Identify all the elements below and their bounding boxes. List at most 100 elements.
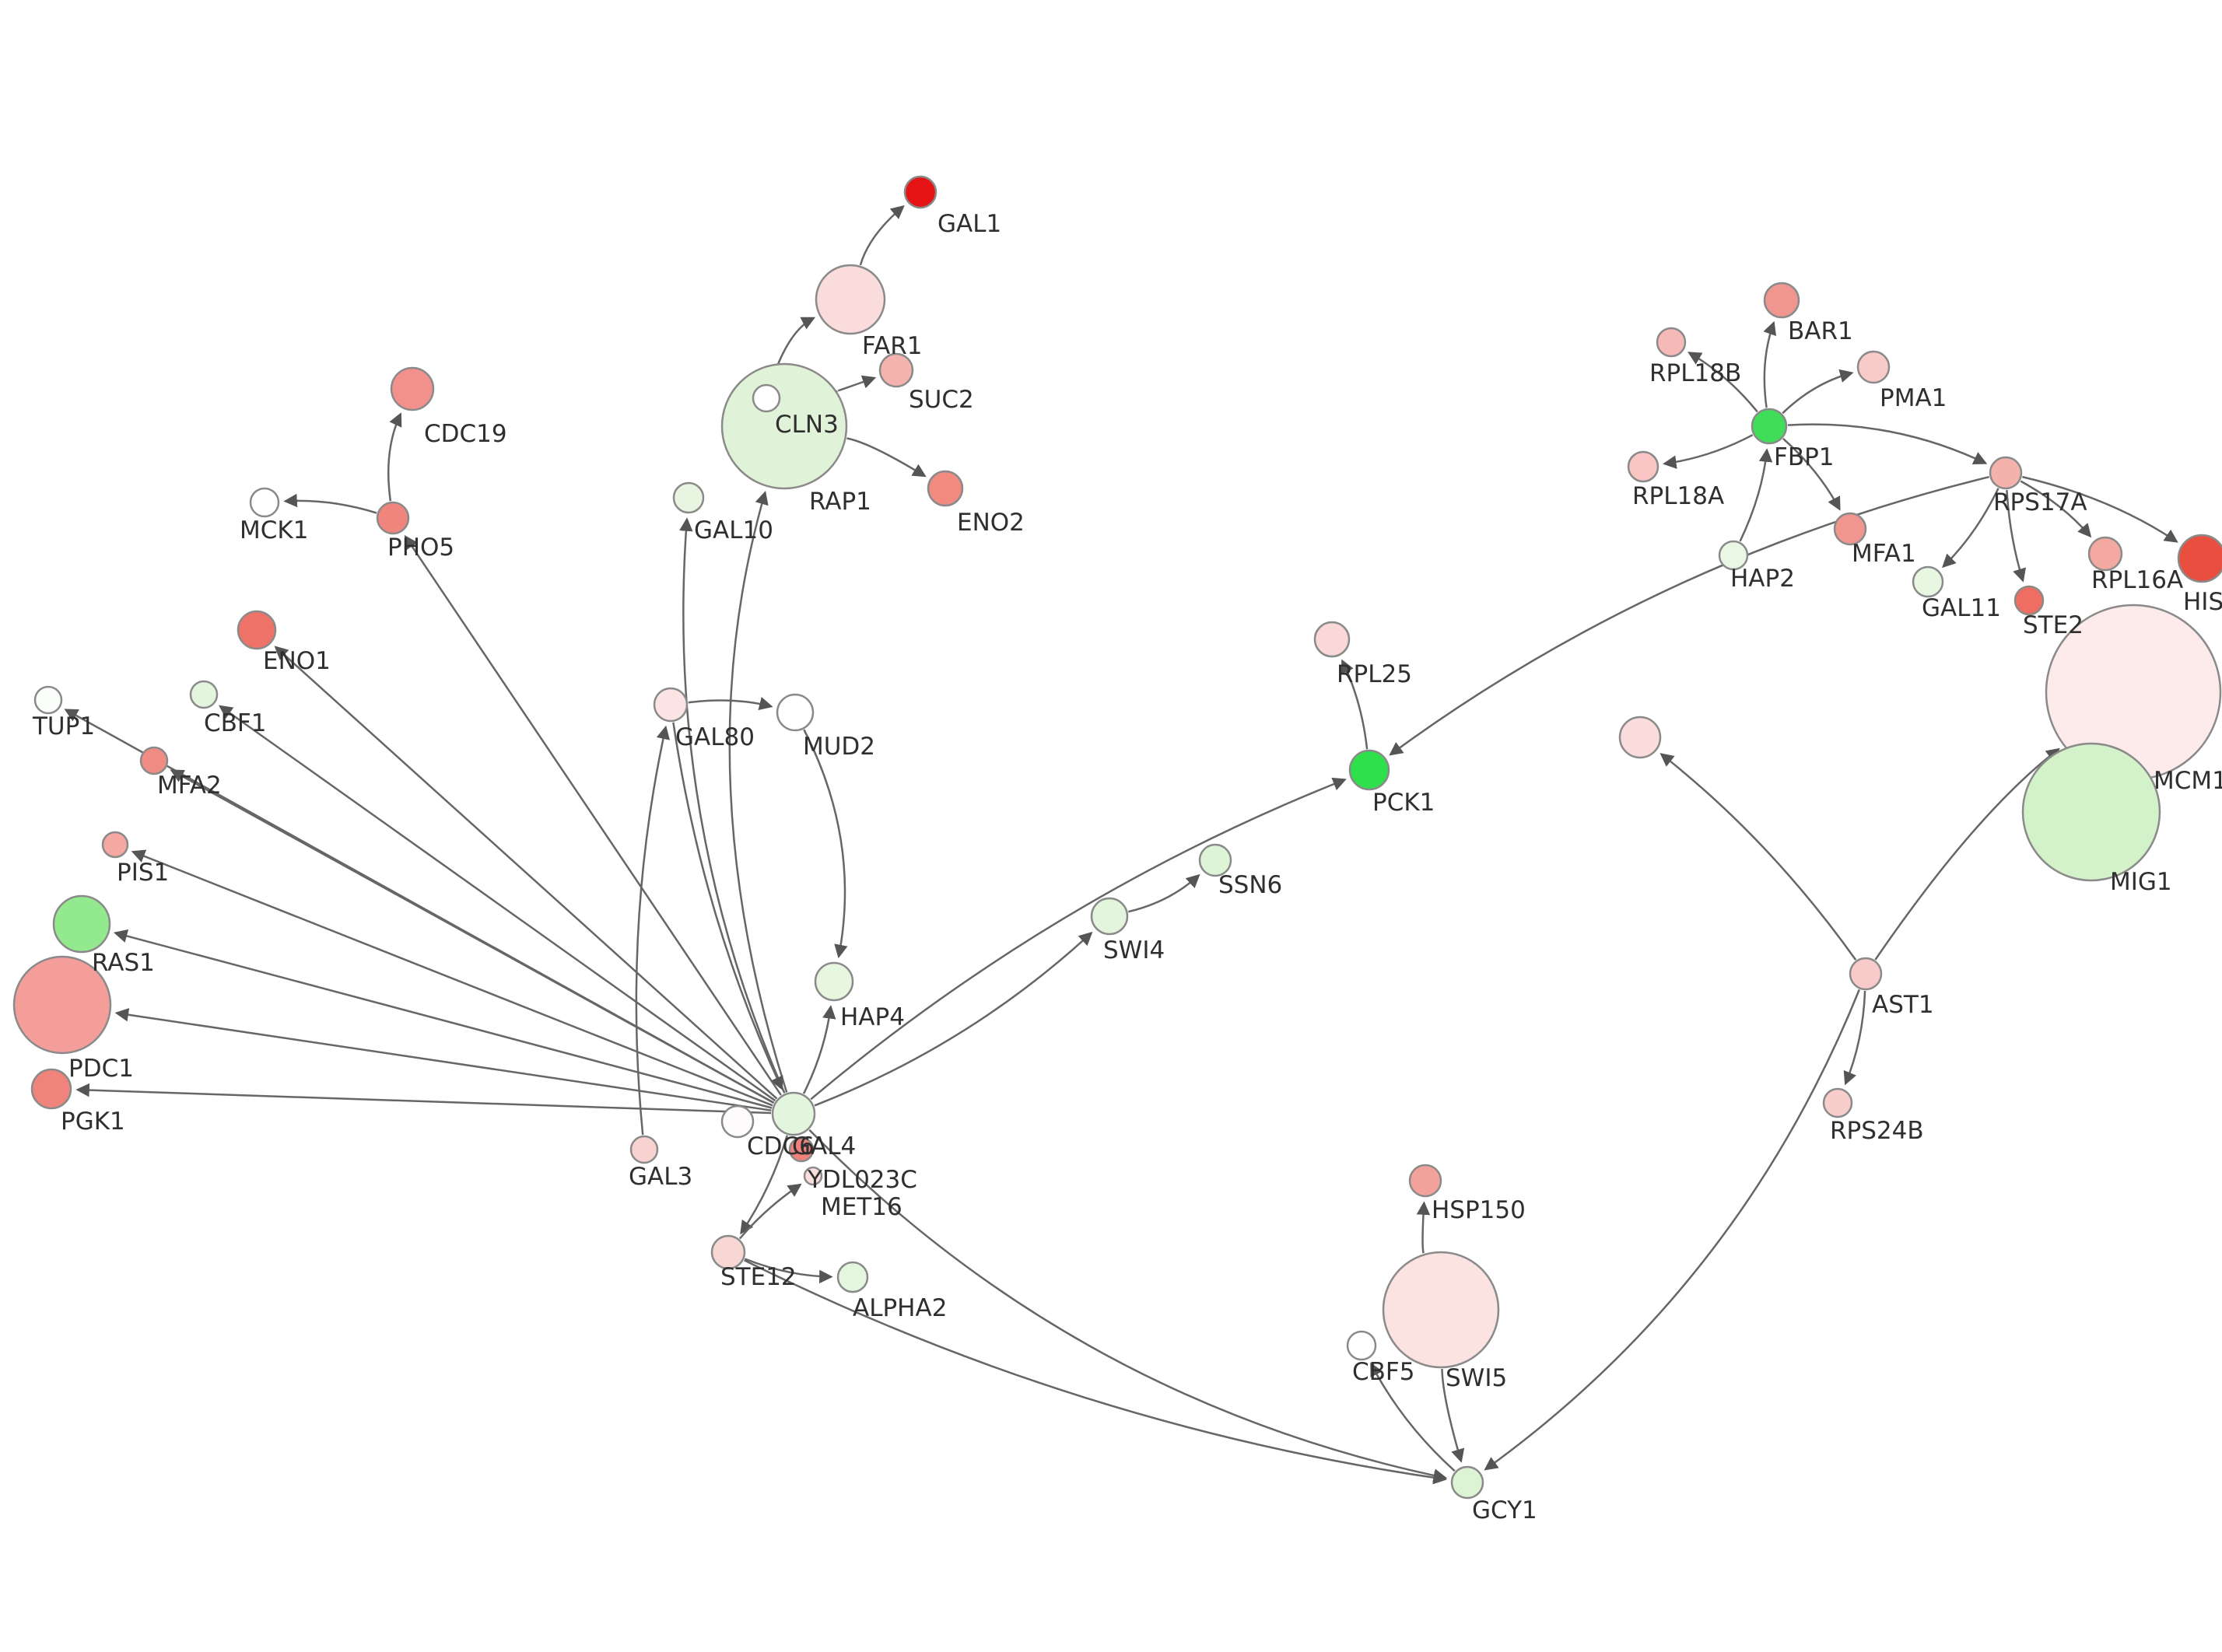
node-AST1[interactable] — [1849, 957, 1883, 991]
node-label-RPL16A: RPL16A — [2091, 566, 2183, 594]
node-STE2[interactable] — [2013, 585, 2045, 616]
edge-GAL4-RAS1 — [113, 929, 773, 1109]
edge-MUD2-HAP4 — [803, 729, 848, 959]
node-label-AST1: AST1 — [1872, 991, 1934, 1019]
node-FAR1[interactable] — [815, 264, 886, 335]
node-ENO2[interactable] — [927, 470, 964, 507]
node-PCK1[interactable] — [1348, 749, 1390, 791]
node-SSN6[interactable] — [1198, 843, 1232, 877]
node-label-HSP150: HSP150 — [1432, 1196, 1526, 1224]
node-TUP1[interactable] — [33, 685, 63, 715]
node-label-RPS24B: RPS24B — [1830, 1117, 1924, 1145]
node-SWI4[interactable] — [1090, 897, 1129, 936]
node-HIS4[interactable] — [2177, 534, 2222, 583]
node-GAL11[interactable] — [1912, 565, 1944, 598]
edge-PHO5-MCK1 — [283, 493, 377, 514]
edge-GAL80-MUD2 — [688, 697, 773, 711]
node-MFA2[interactable] — [139, 746, 169, 775]
node-GAL3[interactable] — [629, 1135, 659, 1164]
edge-STE12-GCY1 — [744, 1259, 1447, 1485]
edge-STE12-MET16 — [738, 1183, 802, 1240]
node-RPL16A[interactable] — [2087, 536, 2123, 572]
node-label-MCK1: MCK1 — [240, 516, 308, 544]
node-PDC1[interactable] — [12, 955, 112, 1055]
node-label-MFA2: MFA2 — [157, 772, 222, 800]
edge-AST1-N33 — [1659, 753, 1857, 961]
edge-GCY1-CBF5 — [1370, 1362, 1456, 1472]
node-label-CBF5: CBF5 — [1352, 1358, 1414, 1386]
node-CBF5[interactable] — [1346, 1330, 1377, 1361]
node-MET16[interactable] — [803, 1166, 823, 1186]
node-label-RPL25: RPL25 — [1337, 660, 1412, 688]
node-GAL80[interactable] — [653, 687, 689, 723]
node-label-MIG1: MIG1 — [2110, 868, 2172, 896]
node-label-HIS4: HIS4 — [2183, 588, 2222, 616]
node-label-SSN6: SSN6 — [1218, 871, 1282, 899]
node-PHO5[interactable] — [376, 501, 410, 535]
node-label-YDL023C: YDL023C — [807, 1166, 917, 1194]
node-PGK1[interactable] — [30, 1068, 72, 1110]
node-RPS17A[interactable] — [1989, 456, 2023, 490]
node-CBF1[interactable] — [189, 680, 219, 709]
node-ALPHA2[interactable] — [836, 1261, 869, 1293]
node-PIS1[interactable] — [101, 831, 129, 859]
node-FBP1[interactable] — [1751, 408, 1788, 445]
edge-GAL4-PDC1 — [114, 1008, 772, 1111]
edge-HAP2-FBP1 — [1739, 448, 1773, 542]
node-label-PCK1: PCK1 — [1372, 789, 1435, 817]
node-RPL25[interactable] — [1313, 621, 1351, 658]
node-label-HAP2: HAP2 — [1730, 565, 1795, 593]
edge-RPS17A-HIS4 — [2022, 475, 2178, 543]
edge-FBP1-BAR1 — [1763, 320, 1776, 408]
node-ENO1[interactable] — [237, 610, 277, 650]
node-SWI5[interactable] — [1382, 1251, 1500, 1369]
node-label-CDC19: CDC19 — [424, 420, 507, 448]
node-label-ALPHA2: ALPHA2 — [853, 1294, 947, 1322]
node-label-TUP1: TUP1 — [32, 712, 95, 740]
node-RPS24B[interactable] — [1822, 1087, 1853, 1118]
node-RPL18B[interactable] — [1656, 327, 1687, 358]
edge-FBP1-RPL18A — [1663, 434, 1754, 469]
node-label-GAL11: GAL11 — [1922, 594, 2001, 622]
node-RPL18A[interactable] — [1627, 450, 1659, 483]
node-HAP2[interactable] — [1718, 540, 1749, 571]
edge-RPS17A-PCK1 — [1389, 475, 1989, 756]
node-CLN3[interactable] — [752, 383, 781, 413]
node-CDC6[interactable] — [720, 1104, 755, 1139]
node-MFA1[interactable] — [1833, 512, 1867, 546]
node-label-SUC2: SUC2 — [909, 386, 974, 414]
node-label-RAP1: RAP1 — [809, 488, 871, 516]
edge-RAP1-ENO2 — [846, 437, 927, 478]
edge-RPS17A-RPL16A — [2020, 480, 2092, 538]
node-GAL4[interactable] — [771, 1091, 816, 1136]
edge-GAL4-PCK1 — [810, 777, 1347, 1101]
node-label-MCM1: MCM1 — [2154, 767, 2222, 795]
node-label-CBF1: CBF1 — [204, 709, 266, 737]
node-GCY1[interactable] — [1450, 1465, 1484, 1500]
node-label-RPL18B: RPL18B — [1649, 359, 1741, 387]
node-MCK1[interactable] — [249, 487, 280, 518]
node-MIG1[interactable] — [2021, 742, 2161, 882]
node-SUC2[interactable] — [878, 352, 914, 388]
node-HAP4[interactable] — [814, 961, 854, 1002]
edge-FBP1-RPL18B — [1688, 352, 1758, 413]
edge-STE12-ALPHA2 — [744, 1258, 833, 1284]
node-HSP150[interactable] — [1408, 1164, 1442, 1198]
node-GAL1[interactable] — [903, 175, 938, 209]
node-N33[interactable] — [1618, 716, 1662, 759]
node-YDL023C[interactable] — [788, 1136, 815, 1163]
node-PMA1[interactable] — [1856, 350, 1891, 384]
node-GAL10[interactable] — [672, 481, 705, 514]
node-RAS1[interactable] — [52, 894, 111, 954]
node-MUD2[interactable] — [776, 693, 815, 732]
node-label-FAR1: FAR1 — [862, 332, 922, 360]
edge-GAL4-MFA2 — [170, 769, 775, 1104]
node-label-GAL4: GAL4 — [792, 1132, 856, 1160]
edge-AST1-MCM1 — [1874, 747, 2060, 961]
node-BAR1[interactable] — [1763, 282, 1800, 319]
node-CDC19[interactable] — [390, 366, 435, 411]
node-STE12[interactable] — [710, 1234, 746, 1270]
edge-FAR1-GAL1 — [859, 205, 905, 266]
